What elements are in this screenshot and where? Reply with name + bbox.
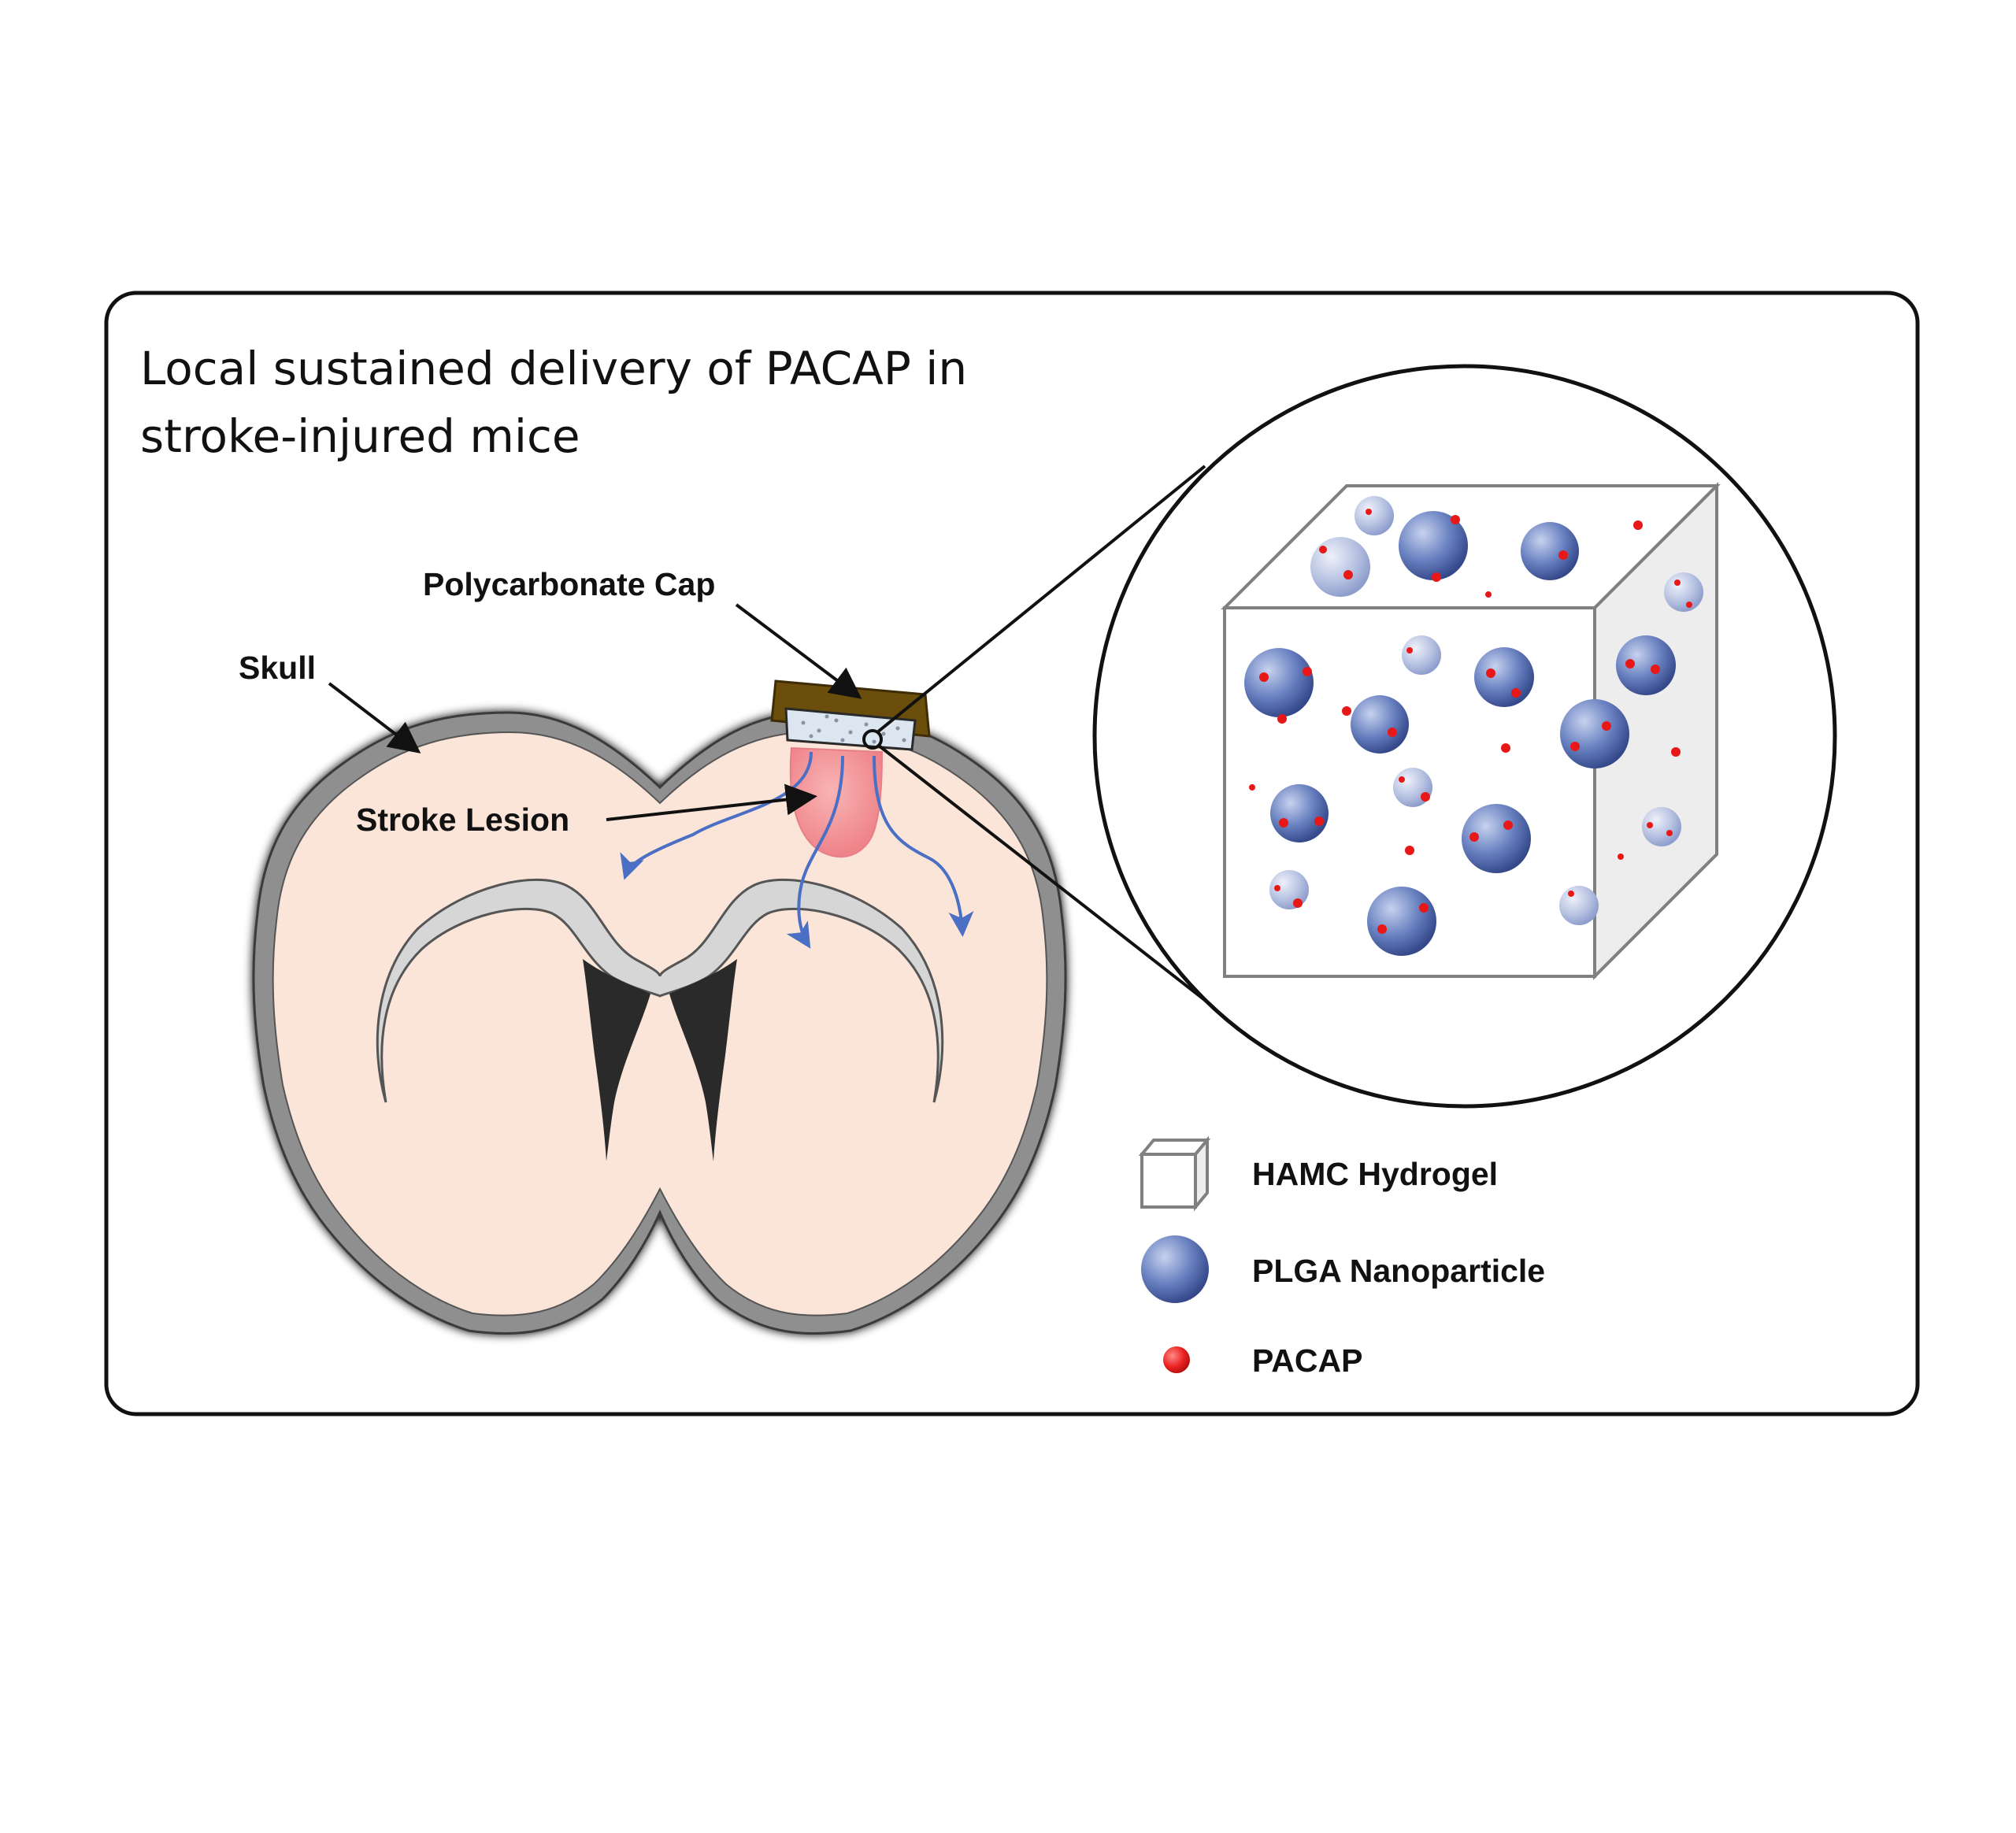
nanoparticle	[1367, 887, 1436, 956]
nanoparticle	[1399, 511, 1468, 580]
zoom-line-bottom	[877, 744, 1218, 1011]
nanoparticles	[1244, 496, 1703, 956]
legend-item-hydrogel: HAMC Hydrogel	[1138, 1135, 1498, 1212]
legend-label-plga-nanoparticle: PLGA Nanoparticle	[1252, 1253, 1545, 1289]
corpus-callosum	[376, 878, 944, 1103]
left-ventricle	[583, 959, 650, 1161]
zoom-line-top	[876, 465, 1206, 734]
right-ventricle	[669, 959, 737, 1161]
legend-label-hamc-hydrogel: HAMC Hydrogel	[1252, 1156, 1498, 1192]
nanoparticle	[1354, 496, 1394, 535]
pacap-dot-icon	[1163, 1346, 1190, 1373]
nanoparticle	[1560, 699, 1629, 768]
hydrogel-particles	[801, 714, 906, 744]
pacap-dots	[1249, 509, 1692, 934]
skull-label: Skull	[239, 650, 316, 686]
nanoparticle	[1559, 886, 1599, 925]
brain-section	[252, 711, 1067, 1335]
stroke-lesion-pointer	[606, 783, 817, 821]
title-line-2: stroke-injured mice	[140, 409, 580, 463]
legend-item-pacap: PACAP	[1163, 1342, 1362, 1379]
polycarbonate-cap-pointer	[735, 603, 862, 699]
nanoparticle	[1474, 647, 1534, 707]
nanoparticle	[1270, 784, 1329, 842]
nanoparticle	[1351, 695, 1409, 754]
nanoparticle-icon	[1141, 1235, 1209, 1303]
magnifier-origin	[862, 729, 883, 750]
legend-label-pacap: PACAP	[1252, 1342, 1362, 1379]
diffusion-arrow-2	[786, 755, 844, 949]
nanoparticle	[1616, 635, 1676, 695]
skull-pointer	[328, 682, 421, 754]
nanoparticle	[1244, 648, 1314, 717]
brain-tissue	[272, 731, 1048, 1316]
nanoparticle	[1642, 807, 1681, 846]
legend-item-nanoparticle: PLGA Nanoparticle	[1141, 1235, 1545, 1303]
nanoparticle	[1402, 635, 1441, 675]
nanoparticle	[1462, 804, 1531, 873]
polycarbonate-cap-label: Polycarbonate Cap	[423, 566, 715, 602]
nanoparticle	[1521, 522, 1579, 580]
nanoparticle	[1664, 572, 1703, 612]
title-line-1: Local sustained delivery of PACAP in	[140, 342, 967, 395]
stroke-lesion-label: Stroke Lesion	[356, 802, 569, 838]
nanoparticle	[1310, 537, 1370, 597]
diffusion-arrow-3	[873, 755, 974, 937]
cube-icon	[1138, 1135, 1211, 1212]
legend: HAMC Hydrogel PLGA Nanoparticle PACAP	[1138, 1135, 1545, 1379]
